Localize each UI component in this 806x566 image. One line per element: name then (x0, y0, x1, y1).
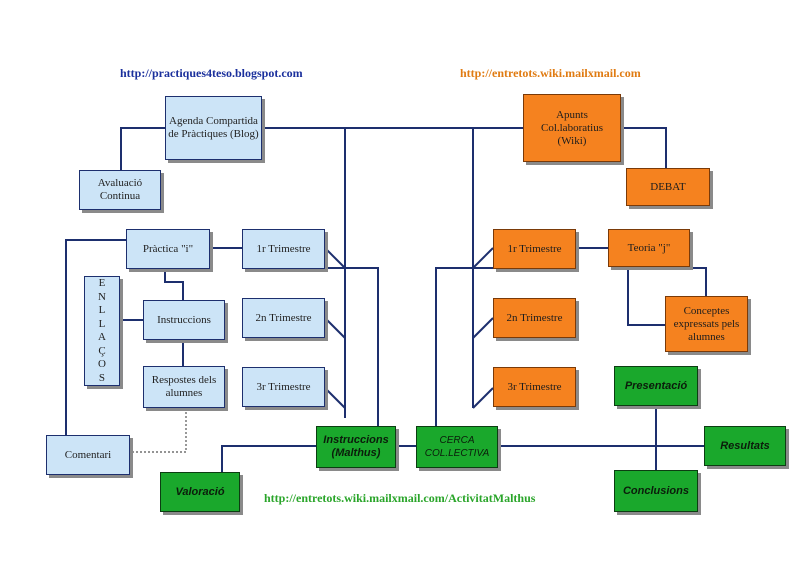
orange-trimestre-1-label: 1r Trimestre (507, 242, 562, 255)
orange-trimestre-3-box: 3r Trimestre (493, 367, 576, 407)
conceptes-label: Conceptes expressats pels alumnes (673, 304, 740, 343)
conclusions-box: Conclusions (614, 470, 698, 512)
enllacos-label: E N L L A Ç O S (98, 277, 106, 384)
conclusions-label: Conclusions (622, 484, 689, 497)
respostes-label: Respostes dels alumnes (151, 374, 217, 399)
practica-label: Pràctica "i" (142, 242, 194, 255)
wiki-url[interactable]: http://entretots.wiki.mailxmail.com (460, 66, 641, 80)
blue-trimestre-2-box: 2n Trimestre (242, 298, 325, 338)
apunts-wiki-box: Apunts Col.laboratius (Wiki) (523, 94, 621, 162)
agenda-blog-label: Agenda Compartida de Pràctiques (Blog) (168, 115, 259, 140)
blue-trimestre-3-label: 3r Trimestre (256, 380, 311, 393)
agenda-blog-box: Agenda Compartida de Pràctiques (Blog) (165, 96, 262, 160)
comentari-label: Comentari (64, 448, 112, 461)
debat-box: DEBAT (626, 168, 710, 206)
resultats-label: Resultats (720, 439, 770, 452)
presentacio-box: Presentació (614, 366, 698, 406)
practica-box: Pràctica "i" (126, 229, 210, 269)
orange-trimestre-1-box: 1r Trimestre (493, 229, 576, 269)
orange-trimestre-3-label: 3r Trimestre (507, 380, 562, 393)
comentari-box: Comentari (46, 435, 130, 475)
blog-url[interactable]: http://practiques4teso.blogspot.com (120, 66, 303, 80)
debat-label: DEBAT (650, 180, 686, 193)
blue-trimestre-1-box: 1r Trimestre (242, 229, 325, 269)
avaluacio-continua-label: Avaluació Continua (97, 177, 143, 202)
orange-trimestre-2-box: 2n Trimestre (493, 298, 576, 338)
cerca-collectiva-box: CERCA COL.LECTIVA (416, 426, 498, 468)
blue-trimestre-3-box: 3r Trimestre (242, 367, 325, 407)
apunts-wiki-label: Apunts Col.laboratius (Wiki) (540, 108, 604, 147)
respostes-box: Respostes dels alumnes (143, 366, 225, 408)
conceptes-box: Conceptes expressats pels alumnes (665, 296, 748, 352)
instruccions-malthus-box: Instruccions (Malthus) (316, 426, 396, 468)
orange-trimestre-2-label: 2n Trimestre (506, 311, 563, 324)
activity-url[interactable]: http://entretots.wiki.mailxmail.com/Acti… (264, 491, 536, 505)
enllacos-box: E N L L A Ç O S (84, 276, 120, 386)
teoria-label: Teoria "j" (627, 241, 671, 254)
resultats-box: Resultats (704, 426, 786, 466)
instruccions-box: Instruccions (143, 300, 225, 340)
instruccions-label: Instruccions (157, 313, 211, 326)
cerca-collectiva-label: CERCA COL.LECTIVA (424, 435, 490, 459)
valoracio-box: Valoració (160, 472, 240, 512)
blue-trimestre-1-label: 1r Trimestre (256, 242, 311, 255)
avaluacio-continua-box: Avaluació Continua (79, 170, 161, 210)
teoria-box: Teoria "j" (608, 229, 690, 267)
blue-trimestre-2-label: 2n Trimestre (255, 311, 312, 324)
valoracio-label: Valoració (175, 485, 225, 498)
presentacio-label: Presentació (624, 379, 688, 392)
instruccions-malthus-label: Instruccions (Malthus) (323, 434, 389, 459)
